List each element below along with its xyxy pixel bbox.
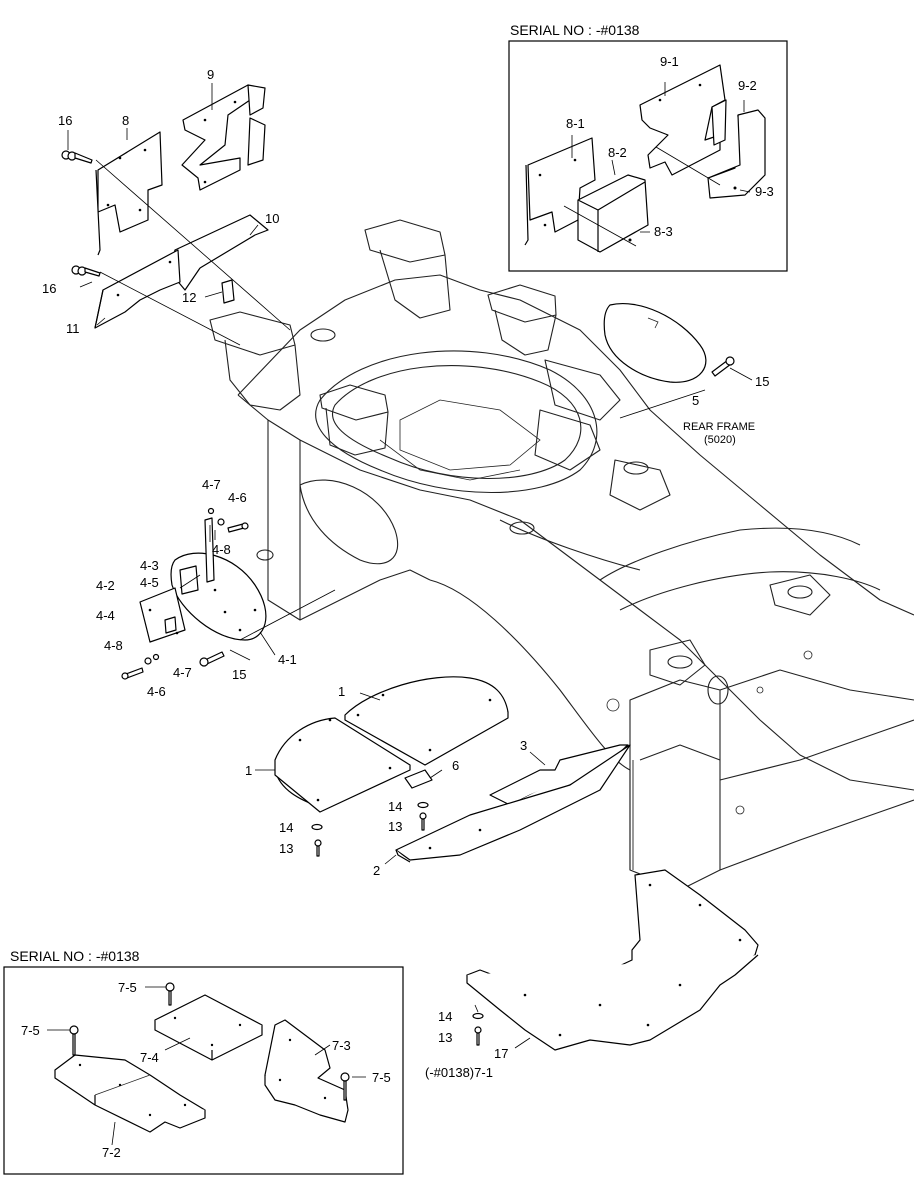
callout: 1 [245, 763, 252, 778]
washer-4-7-lower [152, 653, 160, 661]
hinge-4-3 [179, 565, 199, 595]
inset-top-right [508, 40, 788, 272]
washer-4-8-lower [144, 657, 152, 665]
callout: 7-4 [140, 1050, 159, 1065]
bolt-15-right [711, 356, 735, 377]
undercover-17 [466, 869, 759, 1051]
callout: 4-7 [202, 477, 221, 492]
callout: 8-1 [566, 116, 585, 131]
callout: 4-1 [278, 652, 297, 667]
callout: 5 [692, 393, 699, 408]
bolt-16-upper [61, 150, 93, 164]
callout: 9-2 [738, 78, 757, 93]
washer-14-c [472, 1012, 484, 1020]
callout: 13 [438, 1030, 452, 1045]
cover-11 [94, 249, 181, 329]
callout: 13 [279, 841, 293, 856]
bolt-13-b [419, 812, 427, 831]
callout: 4-6 [147, 684, 166, 699]
callout: 4-5 [140, 575, 159, 590]
washer-4-8-upper [217, 518, 225, 526]
inset-bottom-left [3, 966, 404, 1175]
callout: 11 [66, 321, 80, 336]
callout: 4-4 [96, 608, 115, 623]
callout: 1 [338, 684, 345, 699]
plate-6 [404, 769, 433, 789]
callout: 4-8 [212, 542, 231, 557]
callout: 8-3 [654, 224, 673, 239]
bolt-15-left [199, 651, 225, 667]
callout: 4-6 [228, 490, 247, 505]
inset-bottom-header: SERIAL NO : -#0138 [10, 948, 140, 964]
cover-10 [169, 214, 269, 291]
callout: 16 [42, 281, 56, 296]
frame-label-line2: (5020) [704, 434, 736, 446]
bolt-16-lower [71, 265, 101, 277]
bolt-4-6-upper [227, 522, 249, 533]
callout: 13 [388, 819, 402, 834]
frame-label-line1: REAR FRAME [683, 421, 755, 433]
callout: 15 [755, 374, 769, 389]
callout: 7-5 [118, 980, 137, 995]
callout: 6 [452, 758, 459, 773]
callout: (-#0138)7-1 [425, 1065, 493, 1080]
callout: 14 [279, 820, 293, 835]
hinge-4-4 [164, 616, 177, 634]
bolt-13-a [314, 839, 322, 857]
floor-plate-1-back [344, 676, 509, 766]
callout: 4-8 [104, 638, 123, 653]
callout: 8 [122, 113, 129, 128]
cover-4-1 [170, 552, 267, 641]
callout: 7-5 [372, 1070, 391, 1085]
washer-14-b [417, 801, 429, 809]
callout: 4-2 [96, 578, 115, 593]
callout: 8-2 [608, 145, 627, 160]
callout: 3 [520, 738, 527, 753]
callout: 4-7 [173, 665, 192, 680]
inset-top-header: SERIAL NO : -#0138 [510, 22, 640, 38]
callout: 16 [58, 113, 72, 128]
text-labels: SERIAL NO : -#0138 SERIAL NO : -#0138 RE… [10, 22, 774, 1160]
washer-14-a [311, 823, 323, 831]
callout: 14 [388, 799, 402, 814]
bracket-4-5 [204, 517, 215, 583]
callout: 9 [207, 67, 214, 82]
washer-4-7-upper [207, 507, 215, 515]
cover-5 [603, 303, 707, 383]
callout: 14 [438, 1009, 452, 1024]
callout: 17 [494, 1046, 508, 1061]
cover-9 [181, 84, 266, 191]
callout: 7-3 [332, 1038, 351, 1053]
callout: 9-1 [660, 54, 679, 69]
bolt-4-6-lower [121, 667, 144, 680]
rear-frame [209, 219, 914, 891]
callout: 7-2 [102, 1145, 121, 1160]
callout: 15 [232, 667, 246, 682]
callout: 4-3 [140, 558, 159, 573]
floor-plate-1-front [274, 717, 411, 813]
callout: 12 [182, 290, 196, 305]
callout: 9-3 [755, 184, 774, 199]
callout: 10 [265, 211, 279, 226]
cover-12 [221, 279, 235, 304]
bolt-13-c [474, 1026, 482, 1046]
cover-8 [95, 131, 163, 256]
floor-plate-2 [395, 744, 631, 863]
callout: 2 [373, 863, 380, 878]
callout: 7-5 [21, 1023, 40, 1038]
